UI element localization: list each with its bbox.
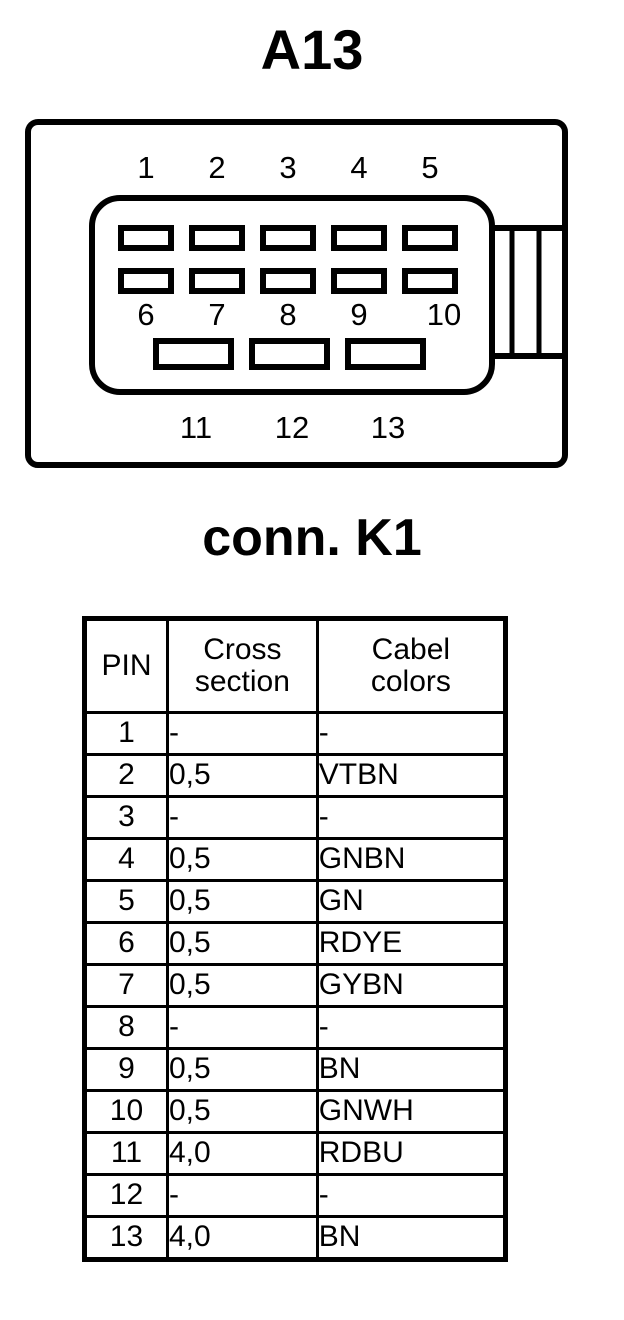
cell-cable-color: GYBN (315, 963, 508, 1008)
pin-number-label-12: 12 (275, 410, 309, 445)
column-header-cross-section-line1: Cross (203, 632, 282, 666)
cell-cross-section: 0,5 (165, 1047, 319, 1092)
cell-pin: 3 (83, 795, 169, 840)
column-header-cable-colors-line2: colors (370, 665, 451, 698)
column-header-cable-colors: Cabel colors (315, 617, 508, 714)
cell-cable-color: RDBU (315, 1131, 508, 1176)
pin-slot-8 (260, 268, 316, 294)
cell-pin: 13 (83, 1215, 169, 1261)
cell-pin: 6 (83, 921, 169, 966)
table-row: 12-- (83, 1173, 508, 1218)
table-header: PIN Cross section Cabel colors (83, 617, 508, 714)
cell-pin: 2 (83, 753, 169, 798)
cell-cable-color: - (315, 711, 508, 756)
pin-slot-9 (331, 268, 387, 294)
cell-pin: 7 (83, 963, 169, 1008)
cell-cross-section: - (165, 1005, 319, 1050)
pin-slot-10 (402, 268, 458, 294)
pin-number-label-9: 9 (350, 297, 367, 332)
cell-cross-section: - (165, 711, 319, 756)
pin-number-label-8: 8 (279, 297, 296, 332)
cell-cross-section: - (165, 1173, 319, 1218)
pin-number-label-4: 4 (350, 150, 367, 185)
cell-cross-section: 4,0 (165, 1215, 319, 1261)
cell-cable-color: BN (315, 1047, 508, 1092)
cell-cross-section: 0,5 (165, 837, 319, 882)
column-header-cross-section-line2: section (194, 665, 290, 698)
cell-pin: 11 (83, 1131, 169, 1176)
pin-number-label-3: 3 (279, 150, 296, 185)
cell-cross-section: - (165, 795, 319, 840)
column-header-cable-colors-line1: Cabel (371, 632, 451, 666)
column-header-pin-text: PIN (101, 648, 152, 682)
cell-cable-color: GNWH (315, 1089, 508, 1134)
cell-pin: 12 (83, 1173, 169, 1218)
cell-pin: 10 (83, 1089, 169, 1134)
connector-svg: 1 2 3 4 5 6 7 8 9 10 11 12 13 (25, 119, 568, 468)
pin-number-label-2: 2 (208, 150, 225, 185)
cell-cable-color: RDYE (315, 921, 508, 966)
pin-number-label-10: 10 (427, 297, 461, 332)
cell-cable-color: - (315, 1005, 508, 1050)
pin-slot-3 (260, 225, 316, 251)
table-row: 1-- (83, 711, 508, 756)
pin-slot-11 (153, 338, 234, 370)
cell-cross-section: 0,5 (165, 921, 319, 966)
pin-slot-2 (189, 225, 245, 251)
cell-pin: 1 (83, 711, 169, 756)
column-header-pin: PIN (83, 617, 169, 714)
table-row: 8-- (83, 1005, 508, 1050)
connector-diagram: 1 2 3 4 5 6 7 8 9 10 11 12 13 (0, 0, 624, 500)
cell-cable-color: GN (315, 879, 508, 924)
pin-number-label-6: 6 (137, 297, 154, 332)
column-header-cross-section: Cross section (165, 617, 319, 714)
pin-number-label-7: 7 (208, 297, 225, 332)
pin-slot-12 (249, 338, 330, 370)
cell-cross-section: 0,5 (165, 879, 319, 924)
cell-cable-color: VTBN (315, 753, 508, 798)
pin-number-label-13: 13 (371, 410, 405, 445)
pin-slot-5 (402, 225, 458, 251)
pin-number-label-11: 11 (180, 410, 212, 445)
connector-subtitle: conn. K1 (202, 509, 422, 567)
cell-cable-color: GNBN (315, 837, 508, 882)
cell-cross-section: 4,0 (165, 1131, 319, 1176)
cell-cable-color: - (315, 795, 508, 840)
cell-cross-section: 0,5 (165, 1089, 319, 1134)
pin-slot-13 (345, 338, 426, 370)
cell-cable-color: BN (315, 1215, 508, 1261)
pin-number-label-1: 1 (137, 150, 154, 185)
pin-slot-7 (189, 268, 245, 294)
cell-pin: 8 (83, 1005, 169, 1050)
pin-slot-6 (118, 268, 174, 294)
pin-slot-1 (118, 225, 174, 251)
cell-pin: 5 (83, 879, 169, 924)
table-header-row: PIN Cross section Cabel colors (83, 617, 508, 714)
table-row: 3-- (83, 795, 508, 840)
pin-number-label-5: 5 (421, 150, 438, 185)
cell-cross-section: 0,5 (165, 753, 319, 798)
cell-pin: 9 (83, 1047, 169, 1092)
cell-pin: 4 (83, 837, 169, 882)
cell-cross-section: 0,5 (165, 963, 319, 1008)
pin-slot-4 (331, 225, 387, 251)
cell-cable-color: - (315, 1173, 508, 1218)
connector-latch-tab (482, 225, 568, 359)
page-title: A13 (260, 18, 364, 81)
